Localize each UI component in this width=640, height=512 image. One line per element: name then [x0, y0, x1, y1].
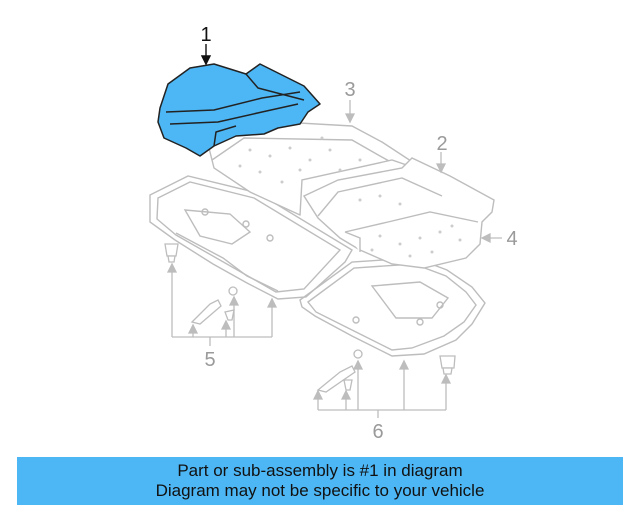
- fasteners: [164, 243, 456, 393]
- callout-6: 6: [372, 421, 383, 443]
- info-banner: Part or sub-assembly is #1 in diagram Di…: [17, 457, 623, 505]
- banner-line-1: Part or sub-assembly is #1 in diagram: [177, 461, 463, 480]
- callout-3: 3: [344, 79, 355, 101]
- banner-line-2: Diagram may not be specific to your vehi…: [155, 481, 485, 500]
- leader-lines: [166, 100, 502, 418]
- callout-1: 1: [200, 24, 211, 46]
- seat-frame-right: [299, 257, 486, 357]
- callout-2: 2: [436, 133, 447, 155]
- leader-line-1: [200, 44, 212, 66]
- callout-4: 4: [506, 228, 517, 250]
- seat-cushion-right: [302, 157, 495, 269]
- seat-cushion-pad-highlighted: [157, 63, 321, 157]
- parts-diagram: 1 2 3 4 5 6: [149, 24, 518, 443]
- callout-5: 5: [204, 349, 215, 371]
